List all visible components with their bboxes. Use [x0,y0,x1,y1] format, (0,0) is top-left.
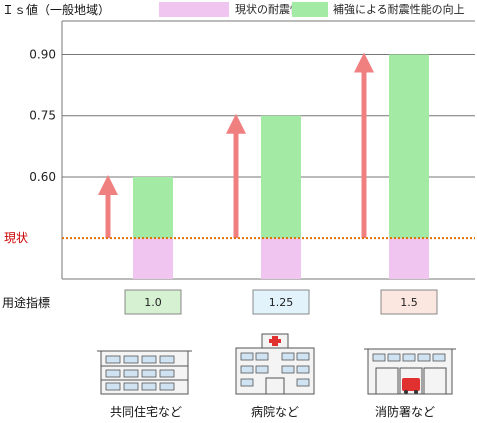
usage-value-1: 1.25 [269,296,294,309]
apartment-icon [97,350,192,395]
y-tick-label-0: 0.60 [29,170,56,184]
current-level-label: 現状 [4,231,28,245]
bar-improved-0 [133,176,173,239]
arrow-head-0 [98,174,118,195]
bar-current-1 [261,238,301,279]
usage-index-boxes: 1.0 1.25 1.5 [124,289,438,315]
legend-swatch-current [159,2,229,17]
category-label-0: 共同住宅など [110,404,182,419]
bar-improved-2 [389,54,429,239]
legend-label-improved: 補強による耐震性能の向上 [333,2,465,16]
category-labels: 共同住宅など 病院など 消防署など [110,404,435,419]
category-label-2: 消防署など [375,404,435,419]
arrow-shaft-0 [105,193,111,239]
hospital-icon [235,333,315,395]
fire-station-icon [364,348,456,395]
y-axis-ticks: 0.60 0.75 0.90 [29,47,56,183]
bar-current-2 [389,238,429,279]
y-tick-label-2: 0.90 [29,47,56,61]
usage-value-2: 1.5 [400,296,418,309]
arrow-shaft-1 [233,132,239,239]
arrow-head-2 [354,52,374,73]
legend-swatch-improved [292,2,328,17]
usage-index-label: 用途指標 [2,295,50,310]
category-label-1: 病院など [251,404,299,419]
arrow-shaft-2 [361,71,367,239]
legend: 現状の耐震性能 補強による耐震性能の向上 [159,2,465,17]
y-axis-label: Ｉｓ値（一般地域） [2,2,110,17]
usage-box-2 [380,289,438,315]
usage-box-1 [252,289,310,315]
usage-value-0: 1.0 [144,296,162,309]
bar-current-0 [133,238,173,279]
arrow-head-1 [226,113,246,134]
usage-box-0 [124,289,182,315]
bar-improved-1 [261,115,301,239]
y-tick-label-1: 0.75 [29,109,56,123]
plot-area [61,20,475,280]
